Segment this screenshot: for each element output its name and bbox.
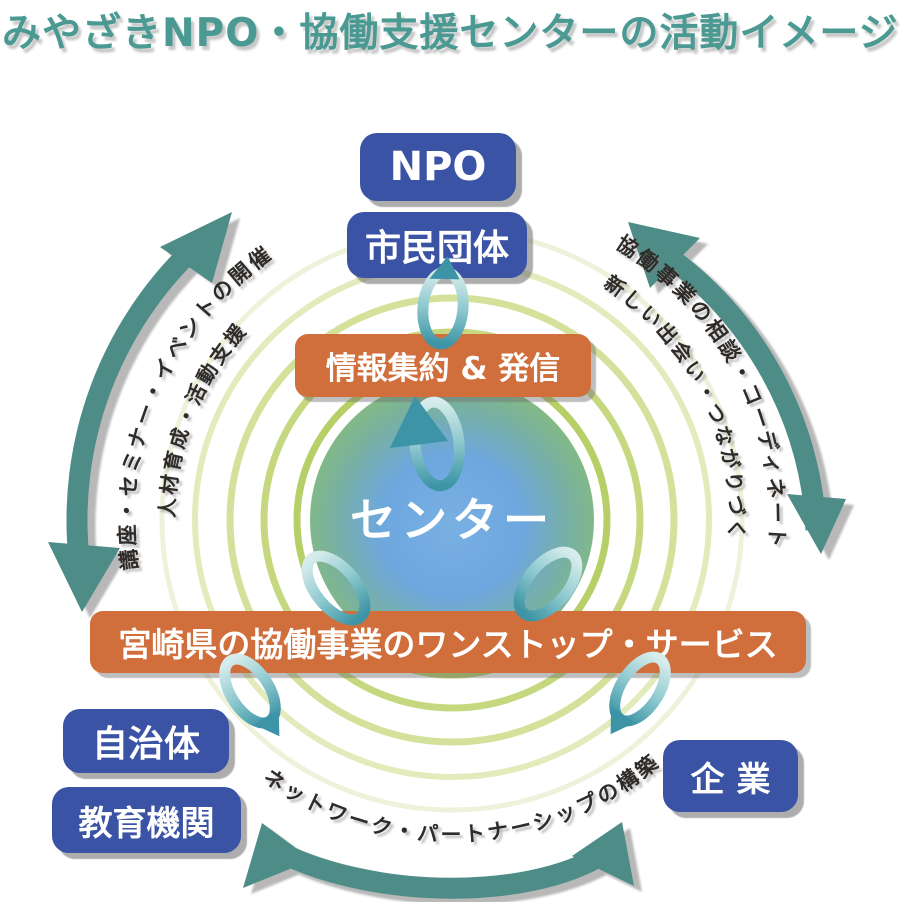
function-one-stop-label: 宮崎県の協働事業のワンストップ・サービス	[118, 625, 778, 664]
loop-arrow-info-to-center	[390, 396, 465, 492]
function-info-hub-label: 情報集約 & 発信	[325, 351, 561, 387]
node-npo: NPO	[360, 133, 516, 201]
arc-text-left-outer: 講座・セミナー・イベントの開催	[115, 241, 277, 571]
bottom-arrow-right-head	[572, 822, 634, 886]
node-company-label: 企業	[690, 759, 783, 800]
right-arrow-bottom-head	[787, 494, 846, 554]
node-npo-label: NPO	[389, 144, 487, 190]
center-label: センター	[350, 493, 554, 547]
left-circulation-arrow	[48, 212, 232, 612]
node-education: 教育機関	[52, 787, 241, 853]
node-education-label: 教育機関	[78, 803, 215, 844]
node-municipality-label: 自治体	[91, 724, 200, 765]
right-arrow-top-head	[628, 222, 700, 288]
arc-text-bottom: ネットワーク・パートナーシップの構築	[259, 749, 665, 847]
arc-text-left-inner: 人材育成・活動支援	[155, 317, 252, 518]
left-arrow-top-head	[160, 212, 232, 283]
left-arrow-bottom-head	[48, 542, 120, 612]
page-title: みやざきNPO・協働支援センターの活動イメージ	[2, 11, 899, 56]
bottom-arrow-left-head	[243, 823, 312, 888]
function-info-hub: 情報集約 & 発信	[295, 334, 591, 397]
right-circulation-arrow	[628, 222, 846, 554]
info-arrowhead	[390, 396, 448, 448]
bottom-circulation-arrow	[243, 822, 634, 899]
function-one-stop: 宮崎県の協働事業のワンストップ・サービス	[90, 611, 806, 673]
node-citizen-group-label: 市民団体	[364, 228, 509, 269]
node-company: 企業	[663, 740, 798, 812]
concentric-rings	[159, 227, 745, 813]
node-citizen-group: 市民団体	[347, 212, 527, 278]
arc-text-right-outer: 協働事業の相談・コーディネート	[612, 231, 789, 551]
node-municipality: 自治体	[63, 709, 229, 773]
